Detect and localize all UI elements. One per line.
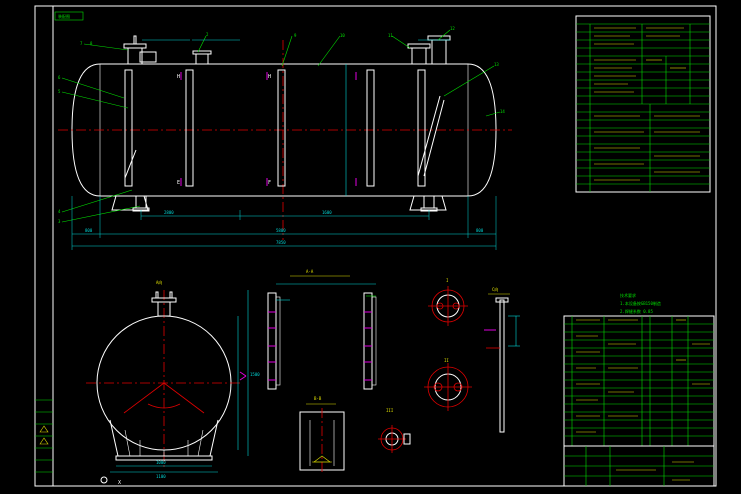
detail-d-title: II xyxy=(444,358,449,363)
balloon-label: 8 xyxy=(90,41,93,46)
vessel-dimensions: 2800 1600 800 5800 800 7850 xyxy=(71,39,497,250)
balloon-label: 4 xyxy=(58,209,61,214)
nozzle-side-view: C向 xyxy=(484,286,520,433)
balloon-label: 13 xyxy=(494,62,499,67)
balloon-label: 2 xyxy=(206,32,209,37)
vessel-front-view xyxy=(58,35,512,240)
detail-c-title: I xyxy=(446,278,449,283)
dim-end-height: 1500 xyxy=(250,372,260,377)
end-view-title: A向 xyxy=(156,279,162,285)
vessel-end-view: A向 1500 1000 1100 xyxy=(86,279,260,479)
detail-b-view: B-B xyxy=(299,396,345,474)
section-marker: E xyxy=(177,180,180,186)
balloon-label: 11 xyxy=(388,33,393,38)
technical-notes: 技术要求 1.本设备按GB150制造 2.焊缝系数 0.85 xyxy=(620,292,661,314)
balloon-label: 7 xyxy=(80,41,83,46)
nozzle-view-title: C向 xyxy=(492,286,498,292)
dim-end-base: 1000 xyxy=(156,460,166,465)
dim-head-right: 800 xyxy=(476,228,484,233)
dim-saddle-right: 1600 xyxy=(322,210,332,215)
section-a-title: A-A xyxy=(306,269,314,274)
detail-flange-3: III xyxy=(378,408,411,453)
left-margin-strip xyxy=(35,399,53,473)
dim-overall: 7850 xyxy=(276,240,286,245)
detail-e-title: III xyxy=(386,408,394,413)
dim-saddle-left: 2800 xyxy=(164,210,174,215)
design-data-table xyxy=(575,15,711,193)
top-nozzle-mid xyxy=(192,50,212,65)
bottom-marker-label: X xyxy=(118,480,121,486)
baffle-section-view: A-A xyxy=(267,269,377,390)
parts-list-table xyxy=(563,315,715,447)
saddle-support-right xyxy=(409,195,447,211)
drawing-frame xyxy=(34,5,717,487)
balloon-label: 14 xyxy=(500,109,505,114)
section-markers: H E H F xyxy=(177,72,357,186)
detail-flange-1: I xyxy=(428,278,468,326)
section-marker: H xyxy=(177,74,180,80)
title-block xyxy=(563,445,715,487)
title-stamp-text: 装配图 xyxy=(58,13,70,19)
balloon-label: 9 xyxy=(294,33,297,38)
detail-flange-2: II xyxy=(424,358,472,411)
section-b-title: B-B xyxy=(314,396,322,401)
title-stamp: 装配图 xyxy=(54,11,84,21)
balloon-label: 10 xyxy=(340,33,345,38)
bottom-nozzle-right xyxy=(420,195,438,212)
section-marker: H xyxy=(268,74,271,80)
saddle-support-left xyxy=(111,195,149,211)
balloon-label: 6 xyxy=(58,75,61,80)
dim-end-width: 1100 xyxy=(156,474,166,479)
top-nozzle-left xyxy=(123,35,157,65)
notes-line: 2.焊缝系数 0.85 xyxy=(620,308,653,314)
dim-head-left: 800 xyxy=(85,228,93,233)
notes-line: 1.本设备按GB150制造 xyxy=(620,300,661,306)
balloon-label: 5 xyxy=(58,89,61,94)
dim-shell: 5800 xyxy=(276,228,286,233)
balloon-label: 12 xyxy=(450,26,455,31)
bottom-marker: X xyxy=(100,476,121,486)
section-marker: F xyxy=(268,180,271,186)
balloon-label: 3 xyxy=(58,219,61,224)
notes-heading: 技术要求 xyxy=(620,292,636,298)
part-balloons: 7 8 6 5 4 3 2 9 10 11 12 13 14 xyxy=(58,26,505,224)
